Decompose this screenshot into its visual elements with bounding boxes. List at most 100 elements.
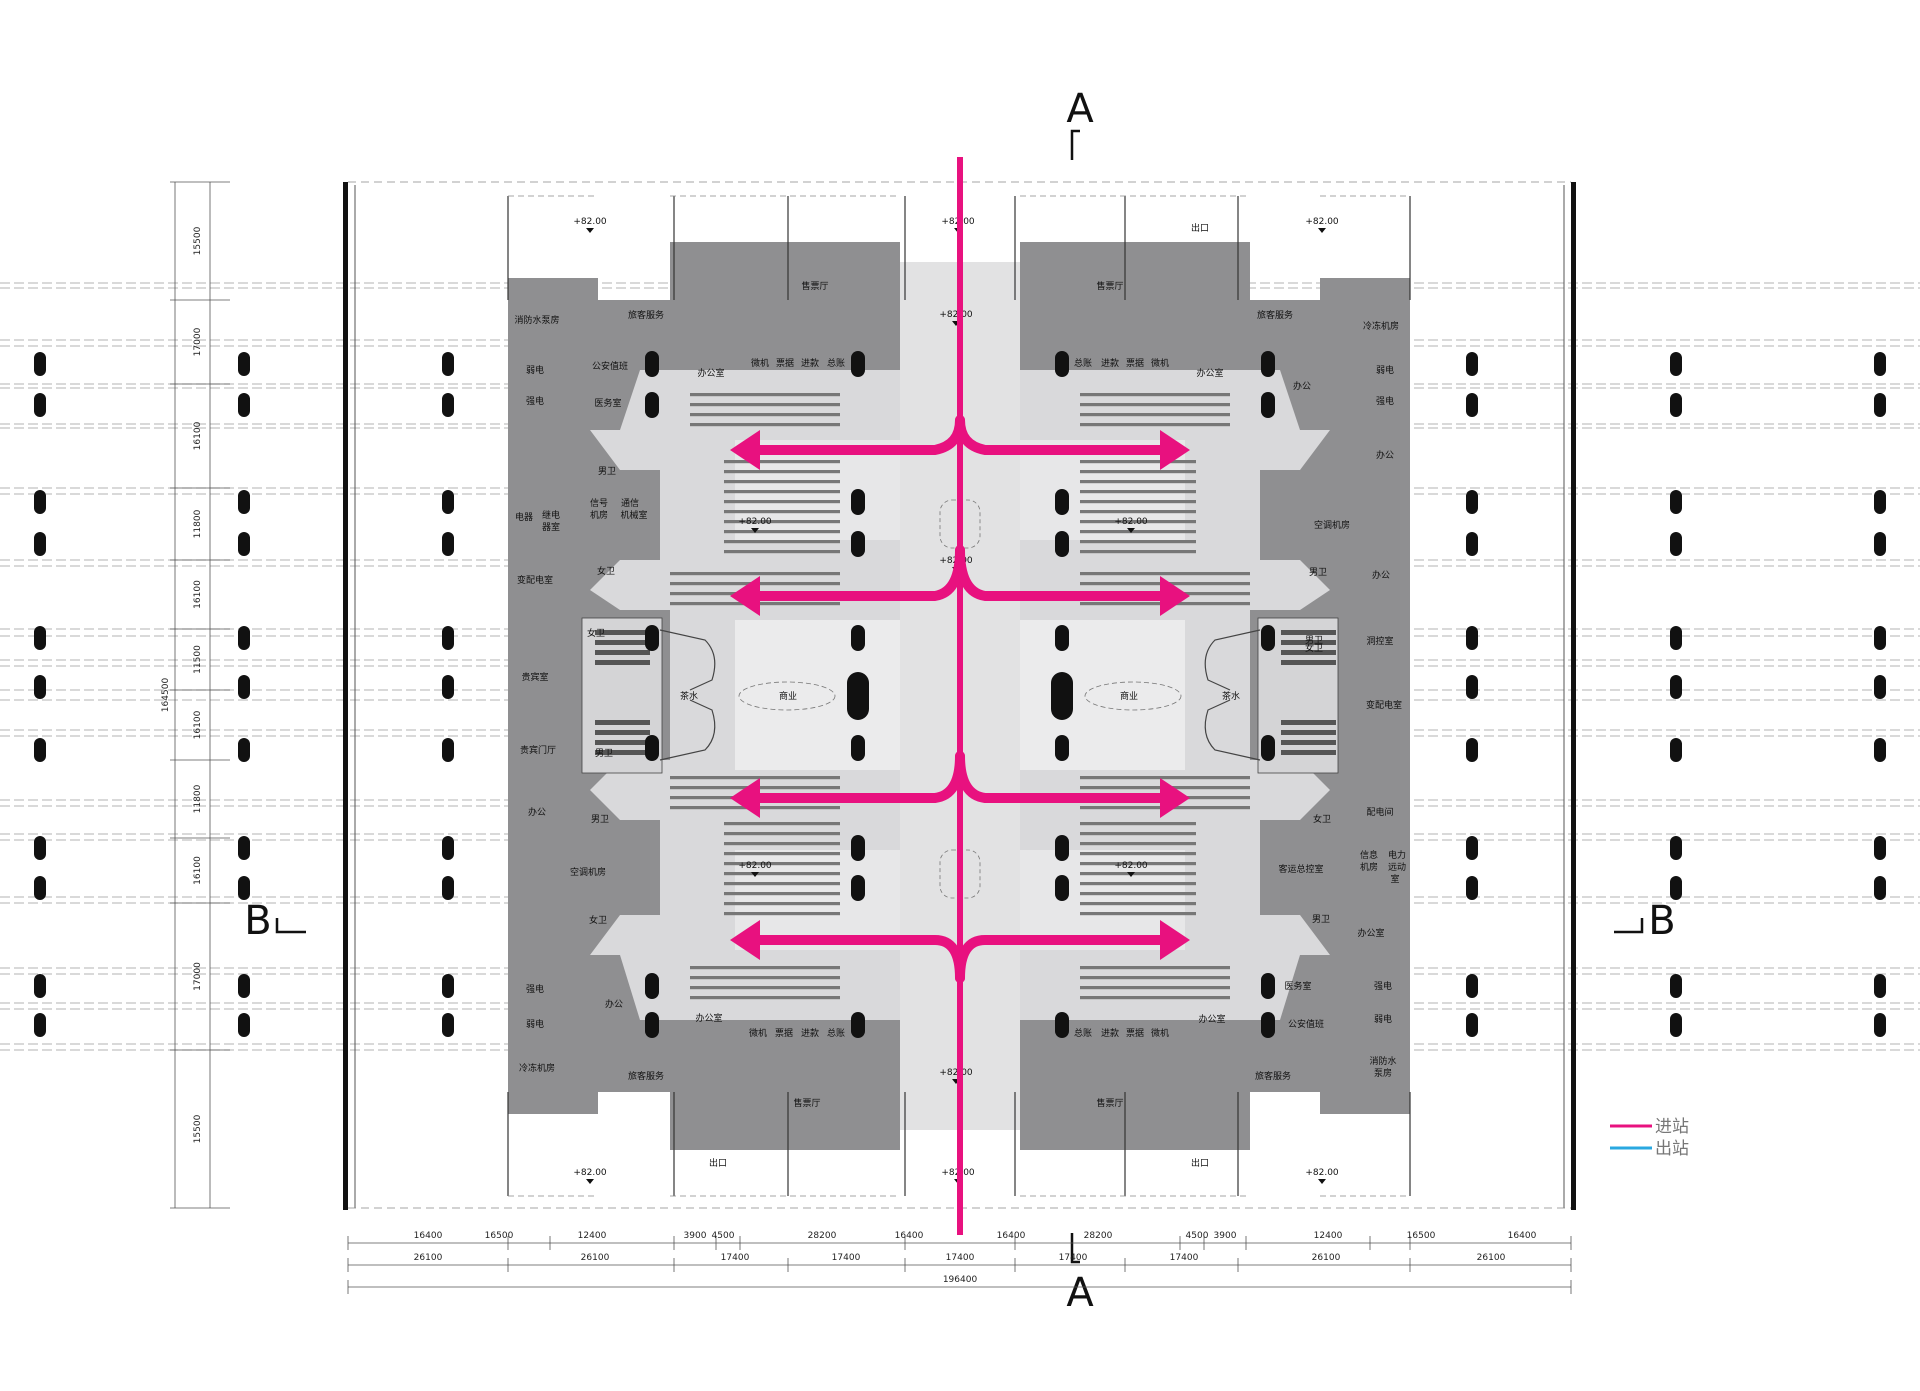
column-pill <box>1874 352 1886 376</box>
dim-bottom-label-1: 3900 <box>684 1231 707 1241</box>
bench-row <box>670 776 840 780</box>
room-refrig-l: 冷冻机房 <box>519 1062 555 1074</box>
bench-row <box>1080 530 1196 534</box>
room-substation-l: 变配电室 <box>517 574 553 586</box>
column-pill <box>238 836 250 860</box>
bench-row <box>724 490 840 494</box>
room-weak-br: 弱电 <box>1374 1013 1392 1025</box>
bench-row <box>1080 776 1250 780</box>
dim-bottom-label-2: 17400 <box>832 1253 861 1263</box>
dim-bottom-label-1: 4500 <box>1186 1231 1209 1241</box>
vip-seating <box>1281 740 1336 745</box>
column-pill <box>442 490 454 514</box>
elevation-top-left: +82.00 <box>573 217 607 227</box>
room-office-tr-3: 办公 <box>1372 569 1390 581</box>
concourse-column <box>1055 735 1069 761</box>
bench-row <box>724 892 840 896</box>
room-ticket-tl: 票据 <box>776 357 794 369</box>
bench-row <box>1080 852 1196 856</box>
room-female-wc-vip: 女卫 <box>587 627 605 639</box>
room-police-tl: 公安值班 <box>592 360 628 372</box>
room-office-br2: 办公室 <box>1198 1013 1225 1025</box>
elevation-mid-right-1: +82.00 <box>1114 517 1148 527</box>
column-pill <box>442 1013 454 1037</box>
dim-left-label: 11500 <box>193 645 203 674</box>
bench-row <box>1080 822 1196 826</box>
elevation-mid-right-2: +82.00 <box>1114 861 1148 871</box>
elevation-mid-left-2: +82.00 <box>738 861 772 871</box>
dim-bottom-label-2: 17400 <box>1170 1253 1199 1263</box>
dim-bottom-label-1: 16500 <box>1407 1231 1436 1241</box>
room-commerce-r: 商业 <box>1120 690 1138 702</box>
column-pill <box>442 876 454 900</box>
bench-row <box>1080 966 1230 970</box>
dim-left-label: 15500 <box>193 1114 203 1143</box>
room-microwave-tl: 微机 <box>751 357 769 369</box>
concourse-column <box>645 625 659 651</box>
bench-row <box>724 520 840 524</box>
column-pill <box>1466 532 1478 556</box>
dim-bottom-label-1: 3900 <box>1214 1231 1237 1241</box>
concourse-column <box>1055 351 1069 377</box>
room-accounts-tl: 总账 <box>827 357 845 369</box>
bench-row <box>1080 413 1230 417</box>
column-pill <box>442 738 454 762</box>
dim-bottom-label-1: 28200 <box>808 1231 837 1241</box>
dim-bottom-label-2: 17400 <box>721 1253 750 1263</box>
room-police-br: 公安值班 <box>1288 1018 1324 1030</box>
bench-row <box>690 996 840 1000</box>
exit-br: 出口 <box>1191 1157 1209 1169</box>
room-ticket-tr: 票据 <box>1126 357 1144 369</box>
bench-row <box>1080 902 1196 906</box>
vip-seating <box>1281 630 1336 635</box>
room-passenger-service-br: 旅客服务 <box>1255 1070 1291 1082</box>
room-passenger-service-bl: 旅客服务 <box>628 1070 664 1082</box>
column-pill <box>238 490 250 514</box>
bench-row <box>1080 872 1196 876</box>
room-passenger-ctrl: 客运总控室 <box>1278 863 1323 875</box>
bench-row <box>1080 490 1196 494</box>
column-pill <box>1874 876 1886 900</box>
bench-row <box>1080 540 1196 544</box>
column-pill <box>34 738 46 762</box>
concourse-column <box>645 351 659 377</box>
room-female-wc-tl: 女卫 <box>597 565 615 577</box>
room-female-wc-br: 女卫 <box>1313 813 1331 825</box>
column-pill <box>238 393 250 417</box>
room-office-bl2: 办公室 <box>695 1012 722 1024</box>
column-pill <box>1670 675 1682 699</box>
bench-row <box>724 882 840 886</box>
column-pill <box>1466 675 1478 699</box>
column-pill <box>238 675 250 699</box>
room-female-wc-bl: 女卫 <box>589 914 607 926</box>
section-b-left: B <box>244 898 271 944</box>
elevation-bottom-right: +82.00 <box>1305 1168 1339 1178</box>
concourse-column <box>851 875 865 901</box>
dim-left-label: 17000 <box>193 962 203 991</box>
elevation-triangle <box>1318 228 1326 233</box>
bench-row <box>1080 480 1196 484</box>
column-pill <box>34 490 46 514</box>
vip-seating <box>595 630 650 635</box>
room-strong-tr: 强电 <box>1376 395 1394 407</box>
bench-row <box>724 550 840 554</box>
concourse-column <box>645 973 659 999</box>
vip-seating <box>595 730 650 735</box>
bench-row <box>724 862 840 866</box>
legend-outbound-label: 出站 <box>1655 1139 1689 1159</box>
section-a-bottom: A <box>1066 1270 1094 1316</box>
bench-row <box>690 976 840 980</box>
room-deposit-bl: 进款 <box>801 1027 819 1039</box>
column-pill <box>1466 352 1478 376</box>
column-pill <box>1670 738 1682 762</box>
column-pill <box>1466 393 1478 417</box>
room-refrig-r: 冷冻机房 <box>1363 320 1399 332</box>
column-pill <box>238 738 250 762</box>
column-pill <box>34 393 46 417</box>
vip-seating <box>1281 750 1336 755</box>
dim-left-label: 16100 <box>193 580 203 609</box>
column-pill <box>1874 490 1886 514</box>
room-fire-pump-top: 消防水泵房 <box>514 314 559 326</box>
room-fire-pump-br-2: 泵房 <box>1374 1067 1392 1079</box>
dim-left-label: 16100 <box>193 421 203 450</box>
